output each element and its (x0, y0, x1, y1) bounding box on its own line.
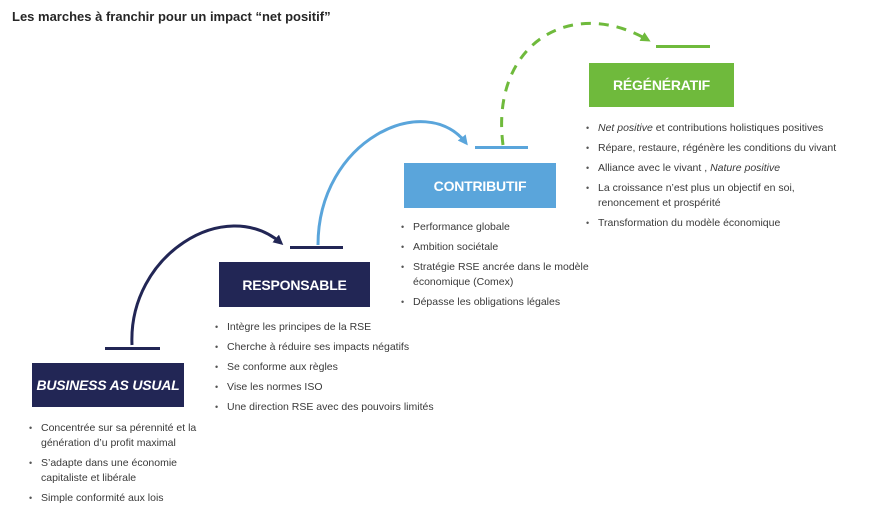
list-item: Concentrée sur sa pérennité et la généra… (29, 421, 209, 451)
list-item: S’adapte dans une économie capitaliste e… (29, 456, 209, 486)
diagram-title: Les marches à franchir pour un impact “n… (12, 9, 331, 24)
step-bar-responsable (290, 246, 343, 249)
step-box-business-as-usual: BUSINESS AS USUAL (32, 363, 184, 407)
list-item: La croissance n’est plus un objectif en … (586, 181, 846, 211)
list-item: Simple conformité aux lois (29, 491, 209, 506)
list-contributif: Performance globale Ambition sociétale S… (401, 220, 591, 315)
list-item: Se conforme aux règles (215, 360, 455, 375)
step-bar-contributif (475, 146, 528, 149)
list-responsable: Intègre les principes de la RSE Cherche … (215, 320, 455, 420)
list-item: Répare, restaure, régénère les condition… (586, 141, 846, 156)
step-label-regeneratif: RÉGÉNÉRATIF (612, 77, 711, 93)
list-item: Alliance avec le vivant , Nature positiv… (586, 161, 846, 176)
step-bar-business-as-usual (105, 347, 160, 350)
list-item: Transformation du modèle économique (586, 216, 846, 231)
step-label-contributif: CONTRIBUTIF (433, 177, 527, 194)
list-item: Une direction RSE avec des pouvoirs limi… (215, 400, 455, 415)
list-item: Cherche à réduire ses impacts négatifs (215, 340, 455, 355)
arrow-to-contributif (316, 120, 468, 246)
step-label-business-as-usual: BUSINESS AS USUAL (36, 377, 180, 393)
list-regeneratif: Net positive et contributions holistique… (586, 121, 846, 236)
list-item: Dépasse les obligations légales (401, 295, 591, 310)
step-label-responsable: RESPONSABLE (242, 276, 347, 293)
arrow-to-regeneratif (500, 21, 651, 146)
list-item: Ambition sociétale (401, 240, 591, 255)
list-business-as-usual: Concentrée sur sa pérennité et la généra… (29, 421, 209, 511)
step-box-regeneratif: RÉGÉNÉRATIF (589, 63, 734, 107)
list-item: Intègre les principes de la RSE (215, 320, 455, 335)
arrow-to-responsable (130, 224, 284, 346)
list-item: Net positive et contributions holistique… (586, 121, 846, 136)
list-item: Performance globale (401, 220, 591, 235)
step-box-contributif: CONTRIBUTIF (404, 163, 556, 208)
list-item: Stratégie RSE ancrée dans le modèle écon… (401, 260, 591, 290)
step-box-responsable: RESPONSABLE (219, 262, 370, 307)
list-item: Vise les normes ISO (215, 380, 455, 395)
step-bar-regeneratif (656, 45, 710, 48)
